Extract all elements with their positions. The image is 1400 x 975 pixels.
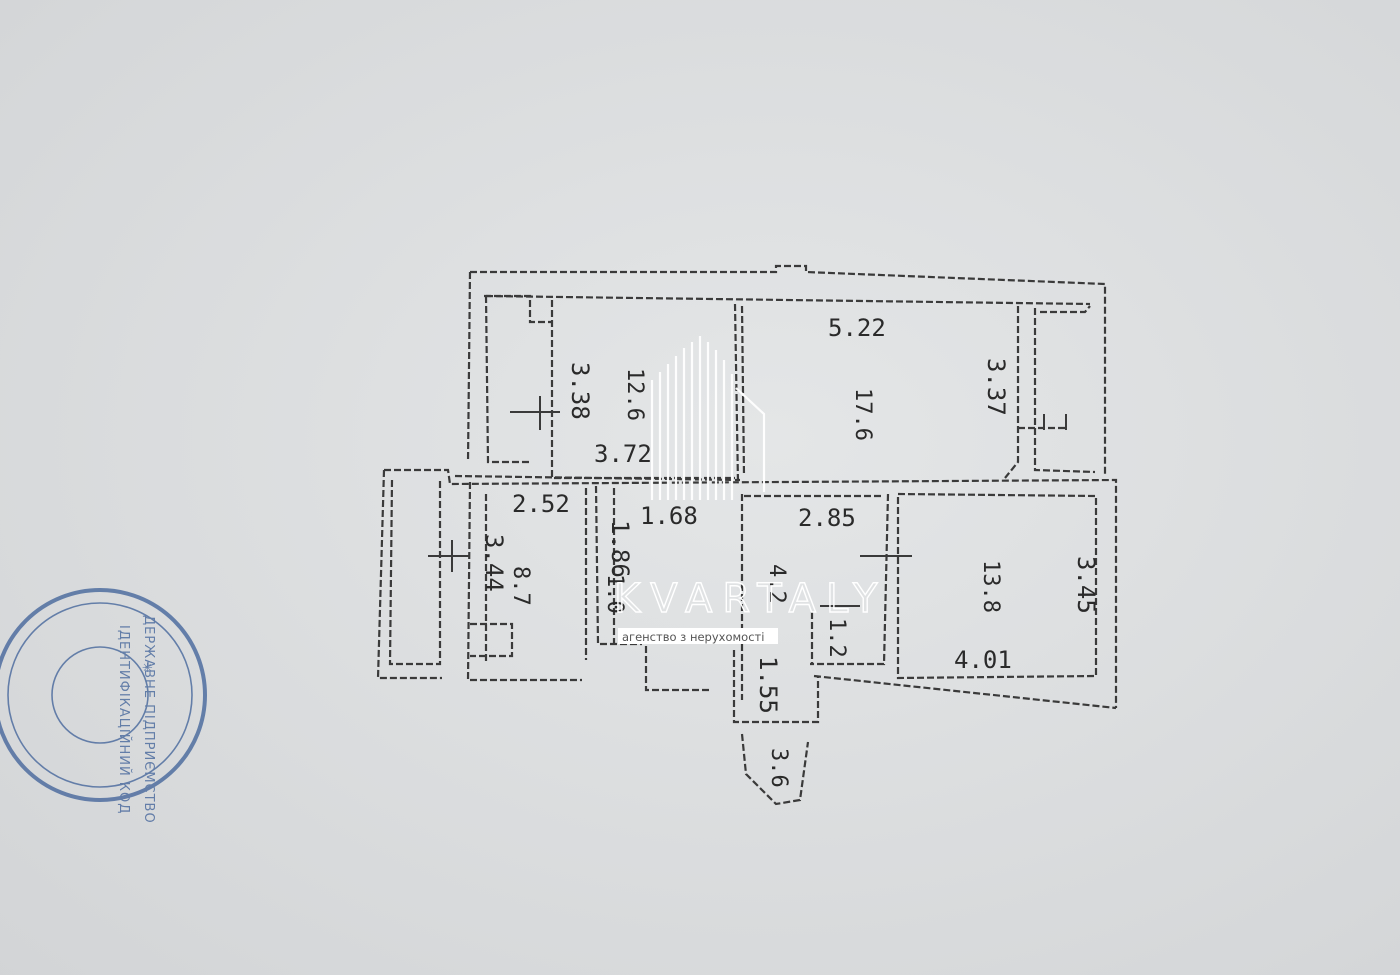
room-6-width: 4.01: [954, 646, 1012, 674]
room-5-area: 4.2: [764, 564, 789, 604]
official-stamp: ДЕРЖАВНЕ ПІДПРИЄМСТВО ІДЕНТИФІКАЦІЙНИЙ К…: [0, 588, 207, 824]
room-3-area: 8.7: [508, 566, 533, 606]
room-2-width: 5.22: [828, 314, 886, 342]
room-7: 1.2: [824, 618, 849, 658]
room-6: 4.01 3.45 13.8: [954, 556, 1100, 674]
room-1-height: 3.38: [566, 362, 594, 420]
svg-text:✳: ✳: [142, 661, 154, 676]
watermark-brand: KVARTALY: [614, 576, 887, 622]
agency-watermark: KVARTALY агенство з нерухомості: [613, 336, 887, 644]
svg-text:ДЕРЖАВНЕ ПІДПРИЄМСТВО: ДЕРЖАВНЕ ПІДПРИЄМСТВО: [141, 615, 156, 824]
room-1-area: 12.6: [622, 368, 647, 421]
room-4: 1.68 1.86 1.0: [602, 502, 698, 614]
room-5-width: 2.85: [798, 504, 856, 532]
room-1: 3.72 3.38 12.6: [566, 362, 652, 468]
room-3-height: 3.44: [480, 534, 508, 592]
room-4-area: 1.0: [602, 574, 627, 614]
room-1-width: 3.72: [594, 440, 652, 468]
room-4-height: 1.86: [606, 520, 634, 578]
room-3-width: 2.52: [512, 490, 570, 518]
room-2: 5.22 3.37 17.6: [828, 314, 1010, 441]
room-7-area: 1.2: [824, 618, 849, 658]
svg-text:ІДЕНТИФІКАЦІЙНИЙ КОД: ІДЕНТИФІКАЦІЙНИЙ КОД: [116, 625, 132, 814]
floor-plan: [376, 264, 1118, 806]
room-4-width: 1.68: [640, 502, 698, 530]
room-2-height: 3.37: [982, 358, 1010, 416]
corridor: 1.55: [754, 656, 782, 714]
room-8-area: 3.6: [766, 748, 791, 788]
watermark-tagline: агенство з нерухомості: [622, 630, 764, 644]
room-2-area: 17.6: [850, 388, 875, 441]
corridor-dim: 1.55: [754, 656, 782, 714]
room-3: 2.52 3.44 8.7: [480, 490, 570, 606]
room-8: 3.6: [766, 748, 791, 788]
room-6-height: 3.45: [1072, 556, 1100, 614]
room-6-area: 13.8: [978, 560, 1003, 613]
watermark-logo-icon: [650, 336, 766, 500]
room-5: 2.85 4.2: [764, 504, 856, 604]
